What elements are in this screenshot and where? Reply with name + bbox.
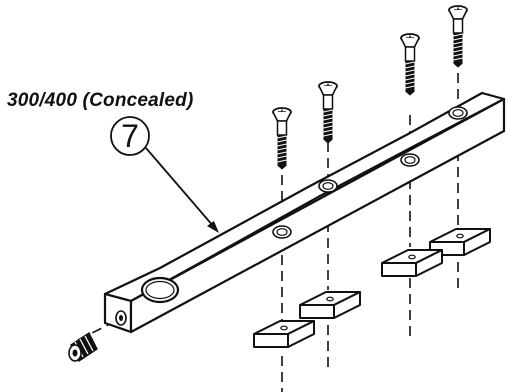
- mounting-hole: [400, 153, 420, 167]
- mounting-bar: [103, 91, 506, 334]
- mounting-hole: [448, 106, 468, 120]
- flat-head-screw: [272, 107, 292, 170]
- square-pad: [381, 249, 443, 277]
- mounting-hole: [318, 179, 338, 193]
- set-screw: [68, 331, 98, 363]
- flat-head-screw: [400, 33, 420, 96]
- flat-head-screw: [448, 5, 468, 68]
- square-pad: [299, 291, 361, 319]
- callout-number: 7: [121, 118, 139, 154]
- mounting-hole: [272, 225, 292, 239]
- flat-head-screw: [318, 81, 338, 144]
- part-callout: [110, 116, 219, 233]
- leader-arrowhead: [207, 221, 219, 233]
- leader-line: [145, 147, 215, 228]
- diagram-heading: 300/400 (Concealed): [7, 90, 194, 111]
- square-pad: [253, 320, 315, 348]
- callout-balloon: [110, 116, 150, 156]
